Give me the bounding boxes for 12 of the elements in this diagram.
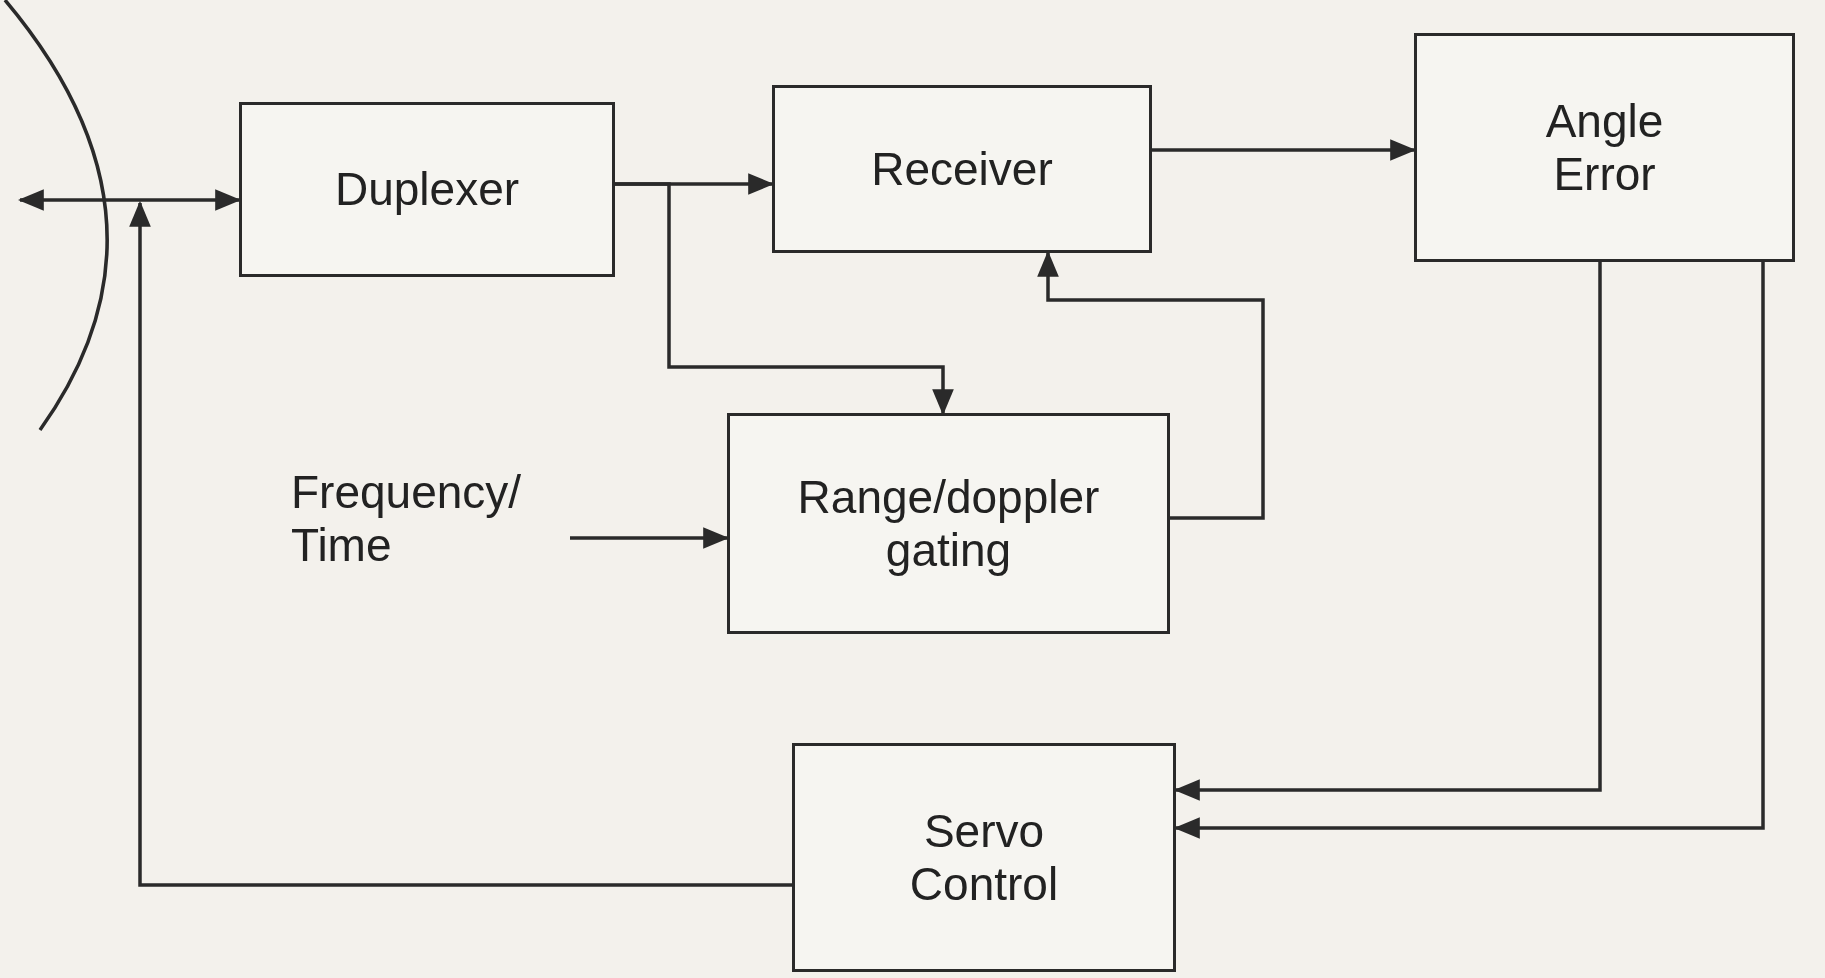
block-box xyxy=(772,85,1152,253)
block-box xyxy=(727,413,1170,634)
block-label: Angle Error xyxy=(1544,94,1665,201)
block-label: Servo Control xyxy=(908,804,1060,911)
block-label: Receiver xyxy=(870,142,1054,196)
block-box xyxy=(1414,33,1795,262)
arrow xyxy=(129,200,792,887)
block-label: Frequency/ Time xyxy=(290,466,523,572)
block-label: Range/doppler gating xyxy=(796,470,1101,577)
block-label: Duplexer xyxy=(333,163,521,216)
block-box xyxy=(792,743,1176,972)
block-box xyxy=(239,102,615,277)
